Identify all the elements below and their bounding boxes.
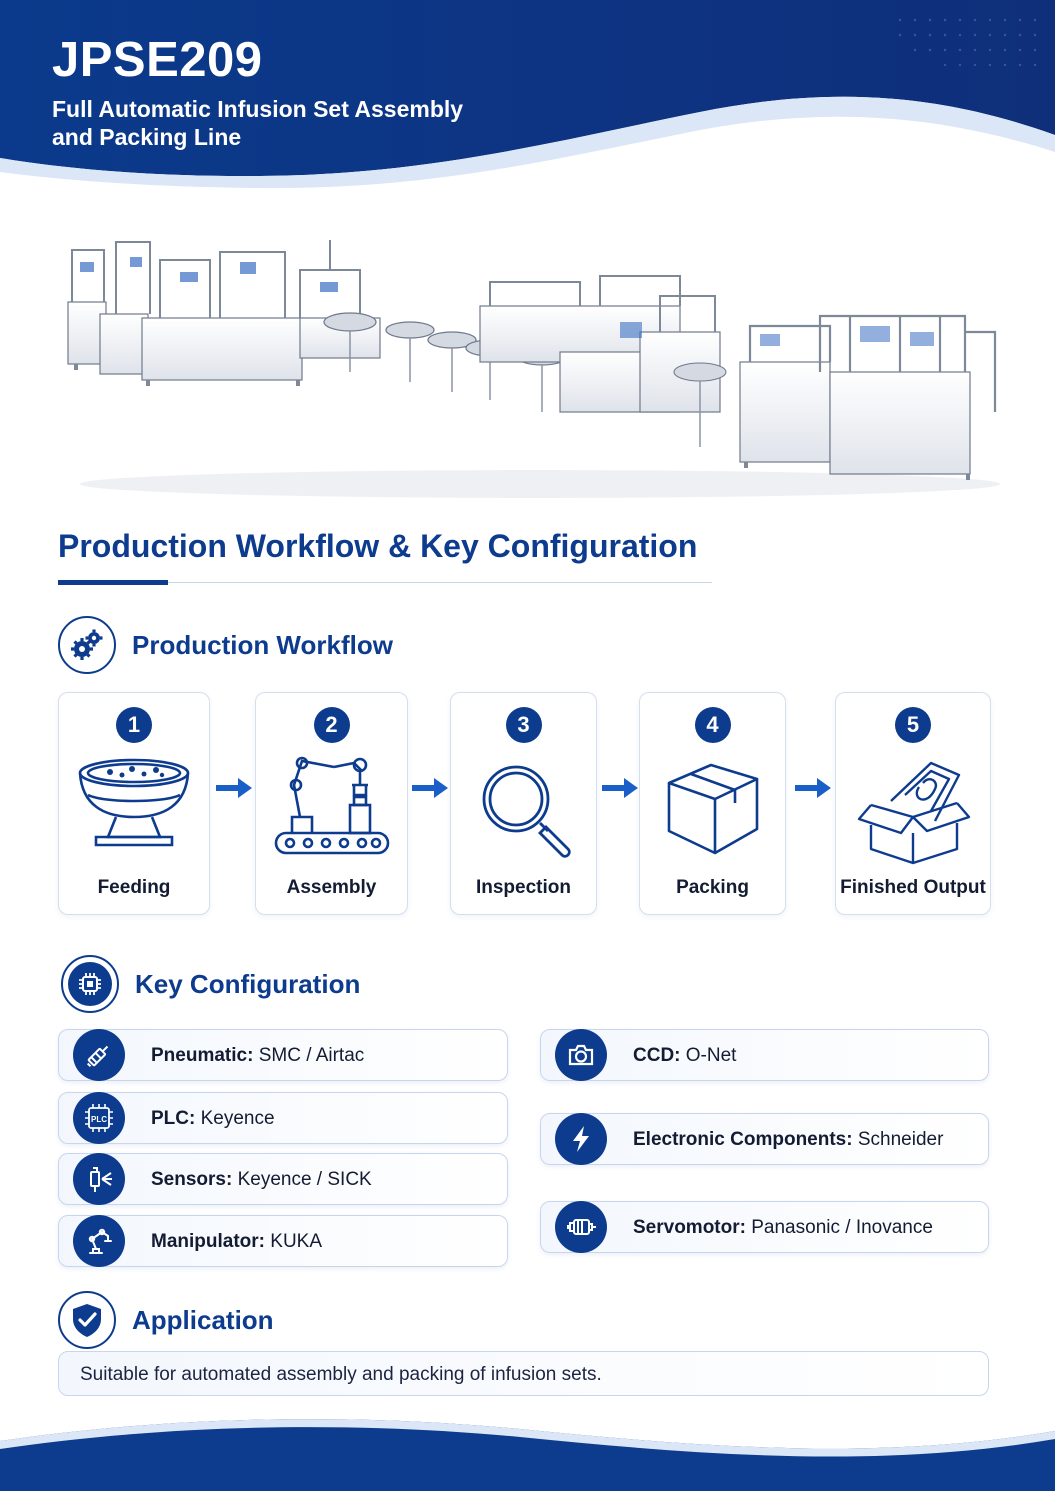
config-value: Keyence / SICK xyxy=(232,1169,372,1190)
config-value: Keyence xyxy=(195,1108,275,1129)
config-heading: Key Configuration xyxy=(61,955,360,1013)
application-description: Suitable for automated assembly and pack… xyxy=(80,1364,602,1385)
step-number: 2 xyxy=(313,707,350,743)
sensor-icon xyxy=(73,1153,125,1205)
workflow-step-assembly: 2 Assembly xyxy=(255,692,408,915)
robot-assembly-icon xyxy=(274,756,389,855)
step-label: Inspection xyxy=(475,877,571,898)
config-item-pneumatic: Pneumatic: SMC / Airtac xyxy=(58,1029,508,1081)
step-number: 4 xyxy=(694,707,731,743)
robot-arm-icon xyxy=(73,1215,125,1267)
config-item-ccd: CCD: O-Net xyxy=(540,1029,989,1081)
arrow-right-icon xyxy=(602,778,638,798)
workflow-step-inspection: 3 Inspection xyxy=(450,692,597,915)
lightning-icon xyxy=(555,1113,607,1165)
magnifier-icon xyxy=(482,765,571,858)
product-model-title: JPSE209 xyxy=(52,33,263,87)
config-key: Pneumatic: xyxy=(151,1045,254,1066)
section-divider-accent xyxy=(58,580,168,585)
application-description-box: Suitable for automated assembly and pack… xyxy=(58,1351,989,1396)
arrow-right-icon xyxy=(216,778,252,798)
config-key: Manipulator: xyxy=(151,1231,265,1252)
workflow-heading: Production Workflow xyxy=(58,616,393,674)
config-key: Sensors: xyxy=(151,1169,233,1190)
plc-chip-icon: PLC xyxy=(73,1092,125,1144)
section-divider xyxy=(58,582,712,583)
config-key: CCD: xyxy=(633,1045,681,1066)
config-value: O-Net xyxy=(680,1045,737,1066)
config-heading-text: Key Configuration xyxy=(135,968,361,999)
config-value: KUKA xyxy=(265,1231,323,1252)
config-item-sensors: Sensors: Keyence / SICK xyxy=(58,1153,508,1205)
pneumatic-cylinder-icon xyxy=(73,1029,125,1081)
bowl-feeder-icon xyxy=(78,758,190,847)
workflow-step-finished-output: 5 Finished Output xyxy=(835,692,991,915)
config-value: SMC / Airtac xyxy=(253,1045,365,1066)
cpu-chip-icon xyxy=(61,955,119,1013)
workflow-step-feeding: 1 Feeding xyxy=(58,692,210,915)
step-number: 1 xyxy=(116,707,152,743)
config-value: Panasonic / Inovance xyxy=(745,1217,933,1238)
application-heading: Application xyxy=(58,1291,274,1349)
gears-icon xyxy=(58,616,116,674)
arrow-right-icon xyxy=(412,778,448,798)
footer-wave-background xyxy=(0,1419,1055,1491)
config-key: PLC: xyxy=(151,1108,196,1129)
workflow-heading-text: Production Workflow xyxy=(132,629,393,660)
step-label: Feeding xyxy=(97,877,171,898)
step-label: Assembly xyxy=(286,877,377,898)
config-item-plc: PLC PLC: Keyence xyxy=(58,1092,508,1144)
config-value: Schneider xyxy=(852,1129,944,1150)
step-label: Finished Output xyxy=(840,877,986,898)
cardboard-box-icon xyxy=(667,763,758,855)
open-box-with-infusion-set-icon xyxy=(857,761,971,865)
step-label: Packing xyxy=(676,877,749,898)
config-item-servomotor: Servomotor: Panasonic / Inovance xyxy=(540,1201,989,1253)
svg-text:PLC: PLC xyxy=(91,1115,107,1124)
config-item-manipulator: Manipulator: KUKA xyxy=(58,1215,508,1267)
camera-icon xyxy=(555,1029,607,1081)
production-line-machine-image xyxy=(67,240,1000,498)
header-wave-background xyxy=(0,0,1055,189)
product-subtitle: Full Automatic Infusion Set Assembly and… xyxy=(52,96,464,150)
servomotor-icon xyxy=(555,1201,607,1253)
shield-check-icon xyxy=(58,1291,116,1349)
step-number: 3 xyxy=(505,707,542,743)
config-key: Electronic Components: xyxy=(633,1129,853,1150)
arrow-right-icon xyxy=(795,778,831,798)
section-title: Production Workflow & Key Configuration xyxy=(58,528,698,564)
config-item-electronic-components: Electronic Components: Schneider xyxy=(540,1113,989,1165)
step-number: 5 xyxy=(895,707,931,743)
workflow-step-packing: 4 Packing xyxy=(639,692,786,915)
config-key: Servomotor: xyxy=(633,1217,746,1238)
application-heading-text: Application xyxy=(132,1304,274,1335)
